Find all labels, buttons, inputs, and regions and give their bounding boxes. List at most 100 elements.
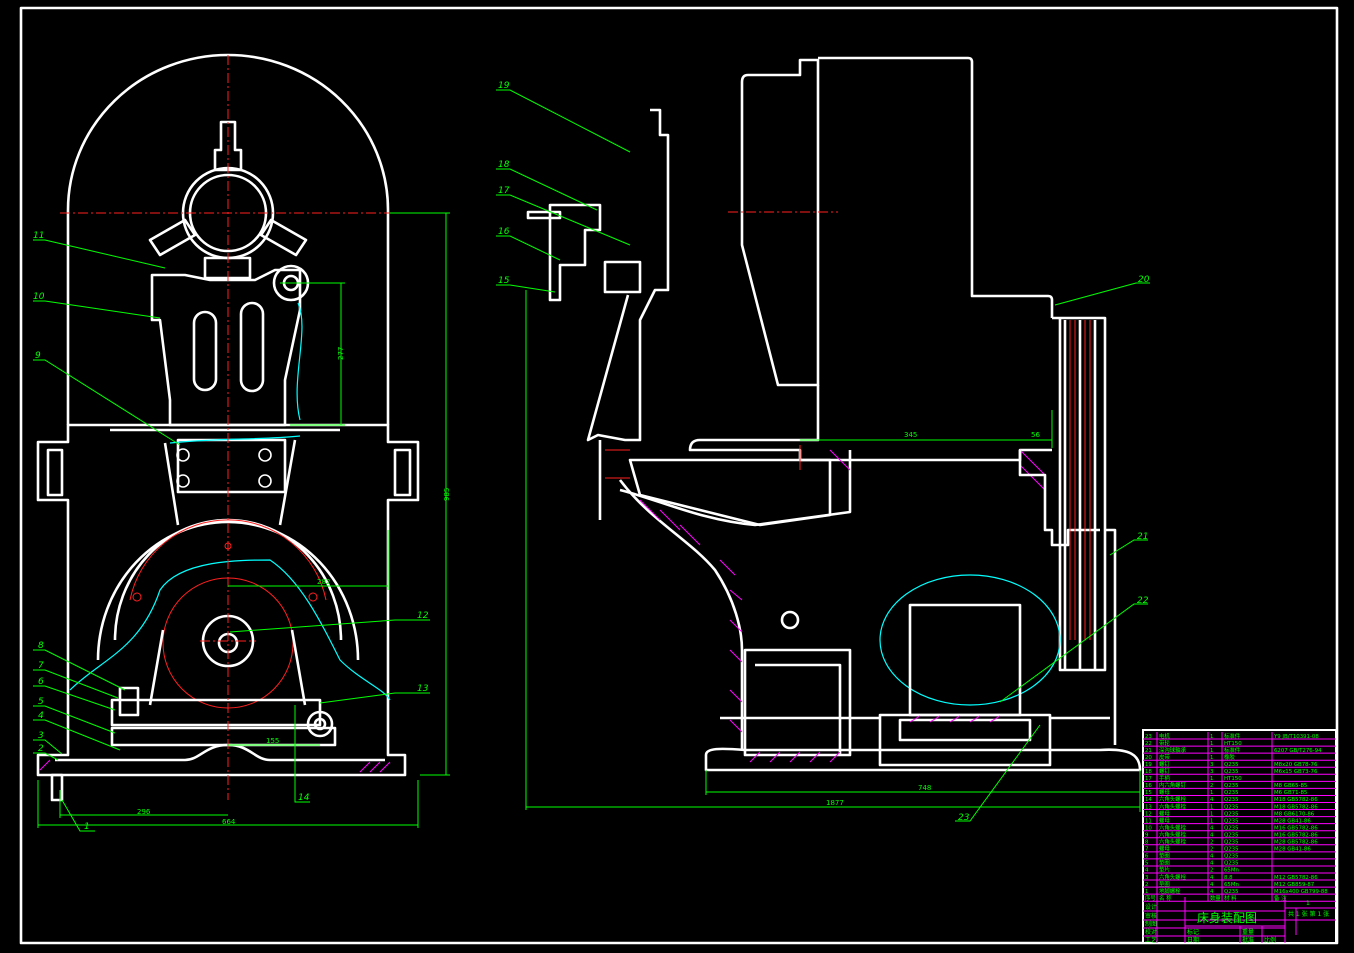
bom-cell: M18 GB5782-86 (1274, 804, 1318, 810)
tb-label: 校对 (1145, 928, 1157, 936)
bom-cell: 1 (1210, 776, 1213, 782)
bom-cell: 3 (1145, 875, 1148, 881)
bom-cell: 1 (1210, 755, 1213, 761)
bom-cell: HT150 (1224, 776, 1242, 782)
bom-cell: M8x20 GB78-76 (1274, 762, 1318, 768)
label-3: 3 (38, 731, 44, 741)
label-23: 23 (958, 813, 970, 823)
bom-cell: M28 GB41-86 (1274, 818, 1311, 824)
label-22: 22 (1137, 596, 1149, 606)
bom-header-cell: 材 料 (1224, 894, 1237, 902)
sheet-info: 共 1 张 第 1 张 (1288, 910, 1329, 918)
left-part-labels: 11 10 9 12 13 14 8 7 6 5 4 3 2 1 (33, 231, 430, 832)
label-15: 15 (498, 276, 510, 286)
bom-cell: 65Mn (1224, 868, 1239, 874)
bom-cell: 橡胶 (1224, 753, 1235, 761)
label-11: 11 (33, 231, 44, 241)
bom-cell: 螺母 (1159, 816, 1170, 824)
scale-value: 1 (1306, 900, 1310, 907)
bom-cell: 螺母 (1159, 809, 1170, 817)
bom-cell: 23 (1145, 734, 1152, 740)
bom-cell: 22 (1145, 741, 1152, 747)
dim-664: 664 (222, 818, 236, 826)
bom-header-cell: 数量 (1210, 894, 1221, 902)
bom-cell: 9 (1145, 832, 1149, 838)
bom-cell: Q235 (1224, 847, 1239, 853)
bom-cell: 13 (1145, 804, 1152, 810)
label-4: 4 (38, 711, 44, 721)
bom-cell: 5 (1145, 861, 1148, 867)
tb-label: 制图 (1145, 920, 1157, 928)
label-18: 18 (498, 160, 510, 170)
bom-cell: 六角头螺栓 (1159, 802, 1187, 810)
bom-cell: M28 GB41-86 (1274, 847, 1311, 853)
bom-cell: 16 (1145, 783, 1152, 789)
bom-cell: 六角头螺栓 (1159, 838, 1187, 846)
bom-cell: 六角头螺栓 (1159, 795, 1187, 803)
dim-155: 155 (266, 737, 279, 745)
left-dimensions: 277 9 8 5 282 155 296 664 (37, 212, 451, 828)
bom-cell: M8 GB6170-86 (1274, 811, 1315, 817)
bom-cell: 1 (1210, 741, 1213, 747)
bom-cell: 20 (1145, 755, 1152, 761)
bom-cell: Q235 (1224, 811, 1239, 817)
bom-cell: 1 (1145, 889, 1148, 895)
bom-cell: Q235 (1224, 783, 1239, 789)
bom-cell: 六角头螺栓 (1159, 873, 1187, 881)
bom-cell: 深沟球轴承 (1159, 746, 1187, 754)
bom-cell: 21 (1145, 748, 1152, 754)
bom-cell: 2 (1210, 840, 1213, 846)
bom-cell: 19 (1145, 762, 1152, 768)
bom-cell: 1 (1210, 790, 1213, 796)
dim-56: 56 (1031, 431, 1040, 439)
bom-cell: 17 (1145, 776, 1152, 782)
bom-cell: 6207 GB/T276-94 (1274, 748, 1322, 754)
label-8: 8 (38, 641, 44, 651)
bom-cell: 垫圈 (1159, 880, 1170, 888)
bom-cell: M18 GB5782-86 (1274, 797, 1318, 803)
bom-header-cell: 备 注 (1274, 894, 1287, 902)
bom-cell: 11 (1145, 818, 1152, 824)
bom-cell: M28 GB5782-86 (1274, 840, 1318, 846)
bom-cell: 标准件 (1224, 732, 1241, 740)
dim-345: 345 (904, 431, 917, 439)
bom-cell: Q235 (1224, 762, 1239, 768)
bom-cell: 内六角螺钉 (1159, 781, 1187, 789)
dim-296: 296 (137, 808, 151, 816)
label-19: 19 (498, 81, 510, 91)
dim-282: 282 (317, 578, 330, 586)
label-7: 7 (38, 661, 44, 671)
bom-cell: 3 (1210, 769, 1213, 775)
bom-cell: Q235 (1224, 861, 1239, 867)
bom-cell: M6x15 GB73-76 (1274, 769, 1318, 775)
bom-cell: 7 (1145, 847, 1148, 853)
bom-cell: 15 (1145, 790, 1152, 796)
bom-cell: 10 (1145, 825, 1152, 831)
bom-cell: 2 (1210, 783, 1213, 789)
bom-cell: M16 GB5782-86 (1274, 832, 1318, 838)
bom-cell: 带轮 (1159, 739, 1170, 747)
bom-cell: 4 (1210, 825, 1214, 831)
label-2: 2 (38, 744, 44, 754)
tb-label: 批准 (1242, 936, 1254, 944)
label-6: 6 (38, 677, 44, 687)
bom-cell: M12 GB5782-86 (1274, 875, 1318, 881)
tb-label: 审核 (1145, 912, 1157, 920)
bom-cell: 1 (1210, 811, 1213, 817)
dim-277: 277 (337, 347, 345, 360)
label-9: 9 (35, 351, 41, 361)
bom-cell: 12 (1145, 811, 1152, 817)
bom-cell: Q235 (1224, 804, 1239, 810)
bom-cell: 2 (1210, 868, 1213, 874)
bom-cell: 2 (1145, 882, 1148, 888)
bom-cell: M8 GB65-85 (1274, 783, 1307, 789)
bom-cell: Q235 (1224, 769, 1239, 775)
bom-cell: 1 (1210, 804, 1213, 810)
label-13: 13 (417, 684, 429, 694)
label-5: 5 (38, 697, 44, 707)
bom-cell: M12 GB859-87 (1274, 882, 1314, 888)
bom-cell: 8 (1145, 840, 1149, 846)
label-14: 14 (298, 793, 310, 803)
tb-label: 比例 (1264, 936, 1276, 944)
